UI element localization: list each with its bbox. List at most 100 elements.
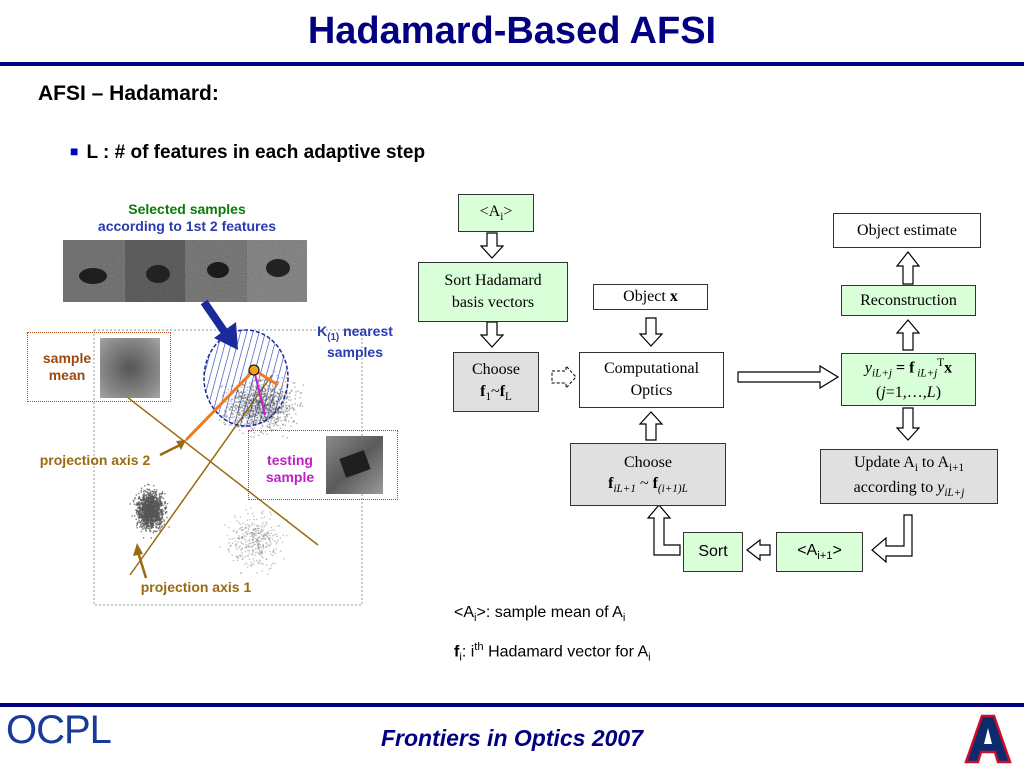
scatter-dot [262, 557, 264, 559]
scatter-dot [279, 412, 282, 414]
scatter-dot [146, 525, 149, 527]
scatter-dot [261, 512, 264, 515]
scatter-dot [161, 496, 163, 498]
scatter-dot [156, 489, 158, 491]
scatter-dot [152, 523, 155, 526]
scatter-dot [139, 516, 142, 518]
scatter-dot [155, 517, 157, 520]
scatter-dot [252, 429, 254, 431]
scatter-dot [154, 503, 157, 505]
scatter-dot [259, 431, 262, 433]
scatter-dot [252, 512, 254, 514]
scatter-dot [143, 502, 146, 504]
scatter-dot [286, 407, 288, 409]
scatter-dot [245, 543, 247, 546]
scatter-dot [146, 508, 148, 510]
scatter-dot [282, 411, 284, 414]
scatter-dot [251, 534, 253, 537]
scatter-dot [236, 531, 238, 534]
scatter-dot [228, 542, 230, 544]
scatter-dot [252, 563, 255, 565]
scatter-dot [248, 558, 250, 560]
scatter-dot [276, 417, 278, 419]
scatter-dot [259, 550, 261, 552]
scatter-dot [262, 546, 264, 548]
selected-samples-label: Selected samples according to 1st 2 feat… [72, 201, 302, 235]
scatter-dot [141, 503, 143, 505]
scatter-dot [258, 525, 260, 527]
scatter-dot [258, 532, 260, 535]
scatter-dot [166, 511, 168, 513]
update-line2: according to yiL+j [853, 478, 965, 499]
scatter-dot [299, 396, 301, 399]
scatter-dot [142, 508, 144, 510]
scatter-dot [241, 542, 243, 544]
scatter-dot [150, 525, 152, 528]
scatter-dot [143, 505, 146, 507]
scatter-dot [139, 502, 141, 504]
scatter-dot [258, 547, 260, 549]
scatter-dot [256, 529, 258, 531]
scatter-dot [272, 429, 274, 431]
scatter-dot [270, 553, 272, 555]
scatter-dot [146, 496, 148, 499]
scatter-dot [260, 531, 263, 533]
scatter-dot [247, 544, 249, 547]
scatter-dot [263, 421, 265, 423]
scatter-dot [239, 516, 242, 518]
scatter-dot [238, 425, 240, 428]
knn-label: K(1) nearest samples [300, 323, 410, 360]
scatter-dot [161, 491, 164, 493]
scatter-dot [140, 511, 142, 513]
choose2-line2: fiL+1 ~ f(i+1)L [608, 475, 688, 496]
scatter-dot [277, 413, 279, 415]
scatter-dot [248, 525, 250, 527]
scatter-dot [242, 522, 244, 524]
scatter-dot [251, 538, 254, 541]
scatter-dot [240, 572, 242, 574]
scatter-dot [245, 531, 247, 533]
scatter-dot [159, 527, 161, 529]
scatter-dot [226, 534, 229, 537]
scatter-dot [272, 562, 274, 565]
projection-axis-1-label: projection axis 1 [140, 579, 252, 595]
scatter-dot [160, 519, 163, 521]
scatter-dot [286, 396, 288, 398]
scatter-dot [156, 512, 158, 515]
scatter-dot [153, 498, 155, 500]
scatter-dot [232, 530, 234, 533]
scatter-dot [260, 546, 262, 548]
scatter-dot [254, 529, 256, 531]
scatter-dot [257, 434, 260, 437]
scatter-dot [267, 545, 269, 548]
scatter-dot [142, 495, 144, 497]
scatter-dot [260, 550, 263, 553]
scatter-dot [140, 499, 142, 501]
scatter-dot [152, 516, 155, 518]
scatter-dot [143, 523, 145, 525]
scatter-dot [160, 492, 162, 495]
scatter-dot [158, 521, 160, 523]
scatter-dot [233, 529, 235, 531]
scatter-dot [153, 507, 155, 509]
scatter-dot [262, 537, 264, 539]
scatter-dot [247, 527, 250, 529]
scatter-dot [164, 503, 166, 505]
scatter-dot [241, 548, 243, 550]
scatter-dot [147, 527, 149, 529]
scatter-dot [142, 502, 145, 505]
scatter-dot [148, 504, 150, 506]
sort-hadamard-box: Sort Hadamard basis vectors [418, 262, 568, 322]
scatter-dot [136, 525, 138, 527]
university-logo-icon [964, 714, 1012, 764]
scatter-dot [282, 435, 284, 437]
scatter-dot [280, 406, 283, 408]
scatter-dot [286, 415, 288, 418]
scatter-dot [260, 537, 262, 540]
scatter-dot [263, 535, 265, 538]
scatter-dot [155, 523, 158, 525]
scatter-dot [249, 518, 251, 521]
scatter-dot [146, 488, 148, 490]
scatter-dot [262, 545, 264, 547]
scatter-dot [134, 515, 136, 517]
